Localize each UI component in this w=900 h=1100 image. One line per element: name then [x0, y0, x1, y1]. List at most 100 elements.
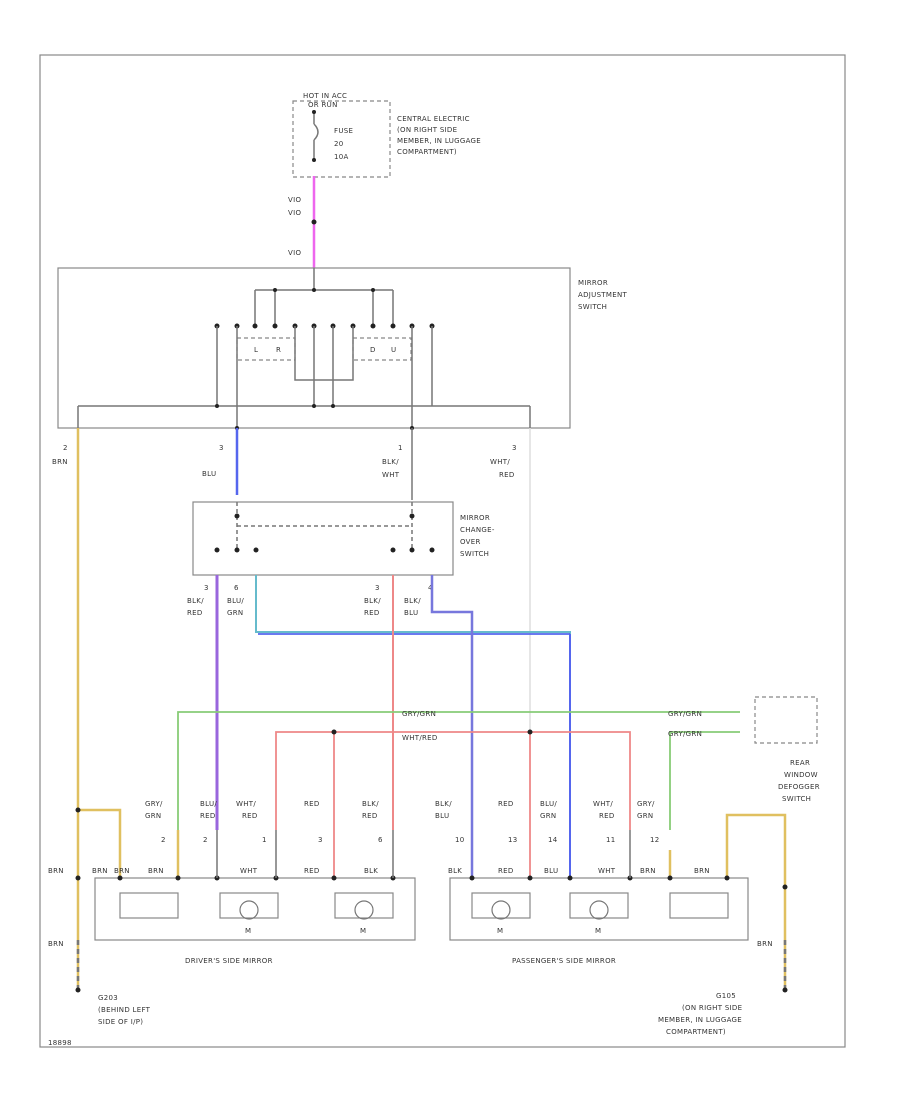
pin-3: 3 [219, 444, 224, 452]
defogger-switch-box [754, 696, 818, 744]
in-blu: BLU [544, 867, 558, 875]
dm-w1b: GRN [145, 812, 161, 820]
switch-contacts [214, 323, 435, 329]
pm-w1a: BLK/ [435, 800, 452, 808]
dm-p1: 2 [161, 836, 166, 844]
g105-label-4: COMPARTMENT) [666, 1028, 726, 1036]
whtred-mid-label: WHT/RED [402, 734, 438, 742]
bus-node-3 [371, 288, 375, 292]
central-label-4: COMPARTMENT) [397, 148, 457, 156]
pm-p2: 13 [508, 836, 518, 844]
dm-w5b: RED [362, 812, 378, 820]
drivers-heater-element [119, 892, 179, 919]
mirror-adjustment-switch: MIRROR ADJUSTMENT SWITCH L R D U [57, 267, 627, 430]
vio-label-1: VIO [288, 196, 301, 204]
dm-w2b: RED [200, 812, 216, 820]
blkred-1a: BLK/ [187, 597, 204, 605]
motor-symbol-1 [239, 900, 259, 920]
blkblu-wire [430, 575, 474, 878]
passengers-heater-element [669, 892, 729, 919]
fuse-block: HOT IN ACC OR RUN CENTRAL ELECTRIC (ON R… [292, 92, 481, 178]
dm-w3b: RED [242, 812, 258, 820]
chg-label-4: SWITCH [460, 550, 489, 558]
central-electric-box [292, 100, 391, 178]
change-over-link [236, 502, 413, 550]
blkred-2b: RED [364, 609, 380, 617]
dm-p2: 2 [203, 836, 208, 844]
blugrn-1a: BLU/ [227, 597, 244, 605]
pm-w3b: GRN [540, 812, 556, 820]
g203-label-2: (BEHIND LEFT [98, 1006, 151, 1014]
pm-p5: 12 [650, 836, 660, 844]
ground-bus [77, 405, 531, 428]
ground-g105 [782, 987, 788, 993]
motor-symbol-2 [354, 900, 374, 920]
brn-l1: BRN [48, 867, 64, 875]
pm-w2: RED [498, 800, 514, 808]
g203-label-1: G203 [98, 994, 118, 1002]
grygrn-top-wire [177, 711, 740, 830]
fuse-terminal-top [312, 110, 316, 114]
drivers-motor-1 [219, 892, 279, 919]
in-wht2: WHT [598, 867, 616, 875]
g105-label-1: G105 [716, 992, 736, 1000]
vio-connector [311, 219, 317, 225]
passengers-motor-1 [471, 892, 531, 919]
in-brn2: BRN [640, 867, 656, 875]
switch-u: U [391, 346, 396, 354]
pm-w4a: WHT/ [593, 800, 613, 808]
vio-label-2: VIO [288, 209, 301, 217]
grygrn-r1: GRY/GRN [668, 710, 702, 718]
blkblu-a: BLK/ [404, 597, 421, 605]
chg-label-3: OVER [460, 538, 481, 546]
pin-1: 1 [398, 444, 403, 452]
drivers-side-mirror: M M BRN WHT RED BLK DRIVER'S SIDE MIRROR [94, 830, 416, 965]
rear-label-3: DEFOGGER [778, 783, 820, 791]
relay-label: OR RUN [308, 101, 338, 109]
central-label-3: MEMBER, IN LUGGAGE [397, 137, 481, 145]
whtred-label-1: WHT/ [490, 458, 510, 466]
dm-p5: 6 [378, 836, 383, 844]
hot-label: HOT IN ACC [303, 92, 347, 100]
in-red: RED [304, 867, 320, 875]
in-wht: WHT [240, 867, 258, 875]
dm-w1a: GRY/ [145, 800, 163, 808]
blkred-2a: BLK/ [364, 597, 381, 605]
passengers-mirror-box [449, 877, 749, 941]
dm-w5a: BLK/ [362, 800, 379, 808]
switch-bus [254, 268, 394, 328]
motor-symbol-4 [589, 900, 609, 920]
pm-p1: 10 [455, 836, 465, 844]
brn-label: BRN [52, 458, 68, 466]
blkred-1b: RED [187, 609, 203, 617]
grygrn-top-label: GRY/GRN [402, 710, 436, 718]
du-switch [352, 337, 412, 361]
chg-label-2: CHANGE- [460, 526, 495, 534]
central-label-1: CENTRAL ELECTRIC [397, 115, 470, 123]
g105-label-2: (ON RIGHT SIDE [682, 1004, 742, 1012]
whtred-bus [275, 731, 631, 878]
brn-l3: BRN [48, 940, 64, 948]
diagram-code: 18898 [48, 1039, 72, 1047]
brn-l2: BRN [92, 867, 108, 875]
drivers-feed-stubs [216, 830, 394, 878]
blu-label: BLU [202, 470, 216, 478]
pm-w5a: GRY/ [637, 800, 655, 808]
grygrn-r2: GRY/GRN [668, 730, 702, 738]
blugrn-1b: GRN [227, 609, 243, 617]
drivers-mirror-label: DRIVER'S SIDE MIRROR [185, 957, 273, 965]
fuse-number: 20 [334, 140, 344, 148]
fuse-rating: 10A [334, 153, 349, 161]
brn-l4: BRN [148, 867, 164, 875]
dm-p3: 1 [262, 836, 267, 844]
blkwht-label-1: BLK/ [382, 458, 399, 466]
out-pin-c: 3 [375, 584, 380, 592]
motor-label-1: M [245, 927, 251, 935]
rear-label-1: REAR [790, 759, 810, 767]
vio-label-3: VIO [288, 249, 301, 257]
central-label-2: (ON RIGHT SIDE [397, 126, 457, 134]
adj-label-3: SWITCH [578, 303, 607, 311]
brn-r1: BRN [694, 867, 710, 875]
in-blk: BLK [364, 867, 378, 875]
motor-label-4: M [595, 927, 601, 935]
